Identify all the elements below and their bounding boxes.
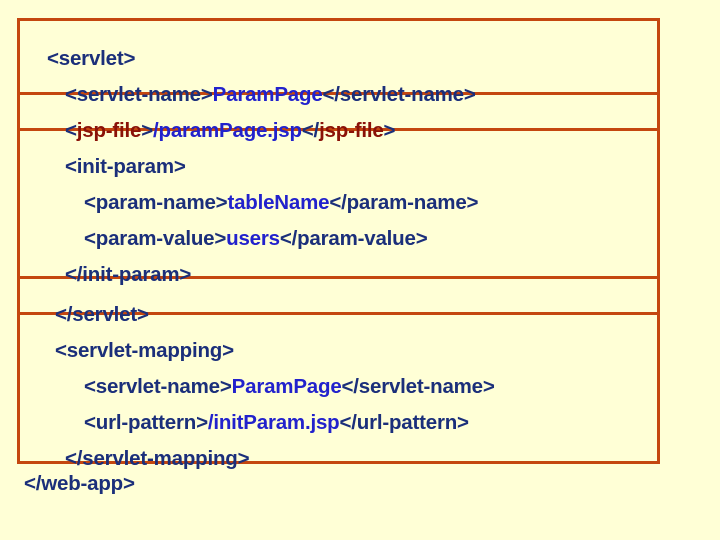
line-url-pattern: <url-pattern>/initParam.jsp</url-pattern… [20,405,720,441]
line-init-param-open: <init-param> [20,149,702,185]
line-param-value: <param-value>users</param-value> [20,221,720,257]
line-param-value-segment-2: </param-value> [279,227,428,250]
line-servlet-mapping-open-segment-0: <servlet-mapping> [55,339,234,362]
line-servlet-open: <servlet> [20,41,684,77]
line-servlet-close-segment-0: </servlet> [55,303,149,326]
line-servlet-name-1-segment-1: ParamPage [212,83,323,106]
line-param-value-segment-0: <param-value> [84,227,227,250]
box-divider-2 [20,128,657,131]
line-init-param-close-segment-0: </init-param> [65,263,192,286]
line-url-pattern-segment-1: /initParam.jsp [207,411,340,434]
line-servlet-name-1-segment-0: <servlet-name> [65,83,213,106]
line-param-name-segment-2: </param-name> [329,191,479,214]
line-servlet-name-1-segment-2: </servlet-name> [322,83,476,106]
line-servlet-mapping-open: <servlet-mapping> [20,333,692,369]
line-servlet-name-2-segment-1: ParamPage [231,375,342,398]
line-init-param-open-segment-0: <init-param> [65,155,186,178]
line-jsp-file-segment-0: < [65,119,77,142]
line-jsp-file-segment-3: /paramPage.jsp [153,119,302,142]
line-param-name-segment-0: <param-name> [84,191,228,214]
line-jsp-file-segment-5: jsp-file [319,119,384,142]
line-servlet-open-segment-0: <servlet> [47,47,136,70]
line-servlet-name-2-segment-2: </servlet-name> [341,375,495,398]
box-divider-1 [20,92,657,95]
line-servlet-close: </servlet> [20,297,692,333]
line-init-param-close: </init-param> [20,257,702,293]
line-jsp-file-segment-1: jsp-file [76,119,142,142]
line-param-value-segment-1: users [226,227,280,250]
box-divider-3 [20,276,657,279]
line-servlet-mapping-close: </servlet-mapping> [20,441,702,477]
line-jsp-file: <jsp-file>/paramPage.jsp</jsp-file> [20,113,702,149]
xml-code-box: <servlet><servlet-name>ParamPage</servle… [17,18,660,470]
line-param-name-segment-1: tableName [227,191,330,214]
line-param-name: <param-name>tableName</param-name> [20,185,720,221]
line-url-pattern-segment-0: <url-pattern> [84,411,208,434]
line-servlet-name-2: <servlet-name>ParamPage</servlet-name> [20,369,720,405]
line-url-pattern-segment-2: </url-pattern> [339,411,469,434]
line-jsp-file-segment-4: </ [301,119,320,142]
line-web-app-close-segment-0: </web-app> [24,472,135,495]
line-servlet-name-1: <servlet-name>ParamPage</servlet-name> [20,77,702,113]
line-web-app-close: </web-app> [24,466,135,502]
line-servlet-name-2-segment-0: <servlet-name> [84,375,232,398]
line-jsp-file-segment-6: > [383,119,396,142]
line-servlet-mapping-close-segment-0: </servlet-mapping> [65,447,250,470]
line-jsp-file-segment-2: > [141,119,154,142]
box-divider-4 [20,312,657,315]
